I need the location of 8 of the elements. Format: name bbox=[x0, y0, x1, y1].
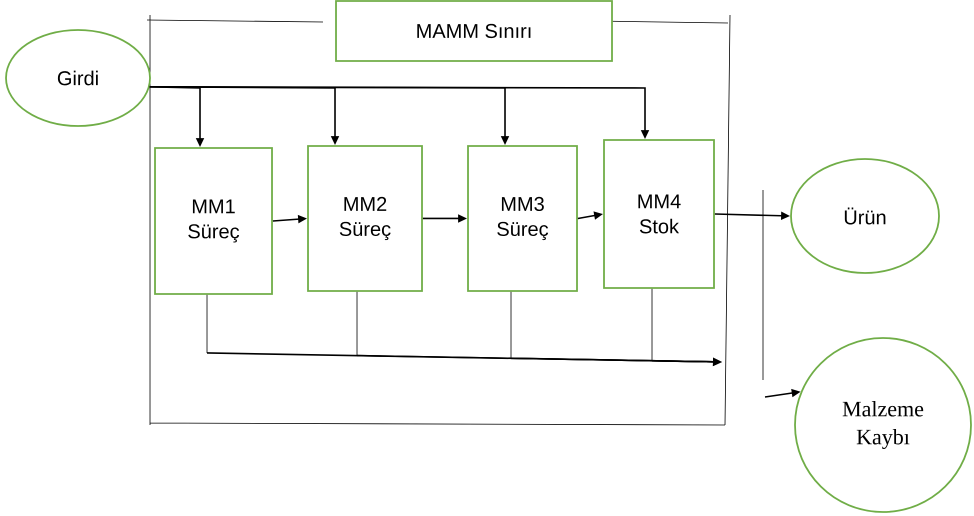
process-box: MM1 Süreç bbox=[154, 147, 273, 295]
ellipse-node: Girdi bbox=[5, 29, 151, 127]
ellipse-node: Ürün bbox=[790, 158, 940, 274]
process-box: MM2 Süreç bbox=[307, 145, 423, 292]
ellipse-node: Malzeme Kaybı bbox=[794, 337, 972, 513]
process-box: MM3 Süreç bbox=[467, 145, 578, 292]
boundary-label-box: MAMM Sınırı bbox=[335, 0, 613, 62]
process-box: MM4 Stok bbox=[603, 139, 715, 289]
